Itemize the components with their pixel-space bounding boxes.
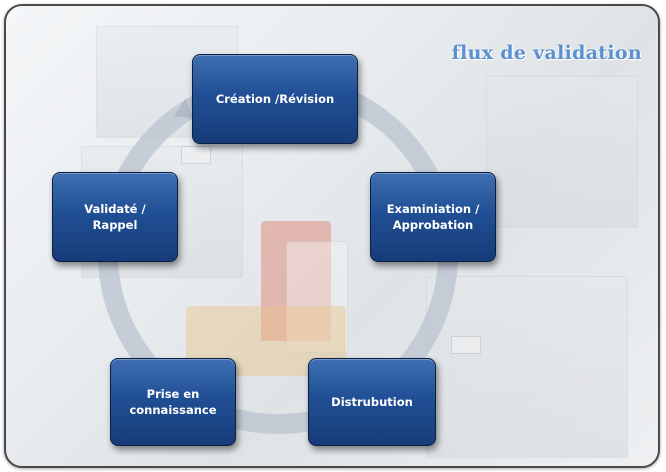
stage-examination-approbation[interactable]: Examiniation / Approbation: [370, 172, 496, 262]
stage-creation-revision[interactable]: Création /Révision: [192, 54, 358, 144]
stage-distribution[interactable]: Distrubution: [308, 358, 436, 446]
white-document-shape: [286, 241, 348, 353]
diagram-title: flux de validation: [451, 42, 642, 64]
cycle-arrowhead-icon: [174, 98, 192, 118]
slide-frame: flux de validation Création /Révision Ex…: [4, 4, 660, 468]
cabinet-drawer-right: [486, 76, 638, 228]
stage-validate-rappel[interactable]: Validaté / Rappel: [52, 172, 178, 262]
stage-prise-en-connaissance[interactable]: Prise en connaissance: [110, 358, 236, 446]
cabinet-label-left: [181, 146, 211, 164]
red-folder-shape: [261, 221, 331, 341]
cabinet-drawer-bottom-right: [426, 276, 628, 458]
cabinet-label-right: [451, 336, 481, 354]
